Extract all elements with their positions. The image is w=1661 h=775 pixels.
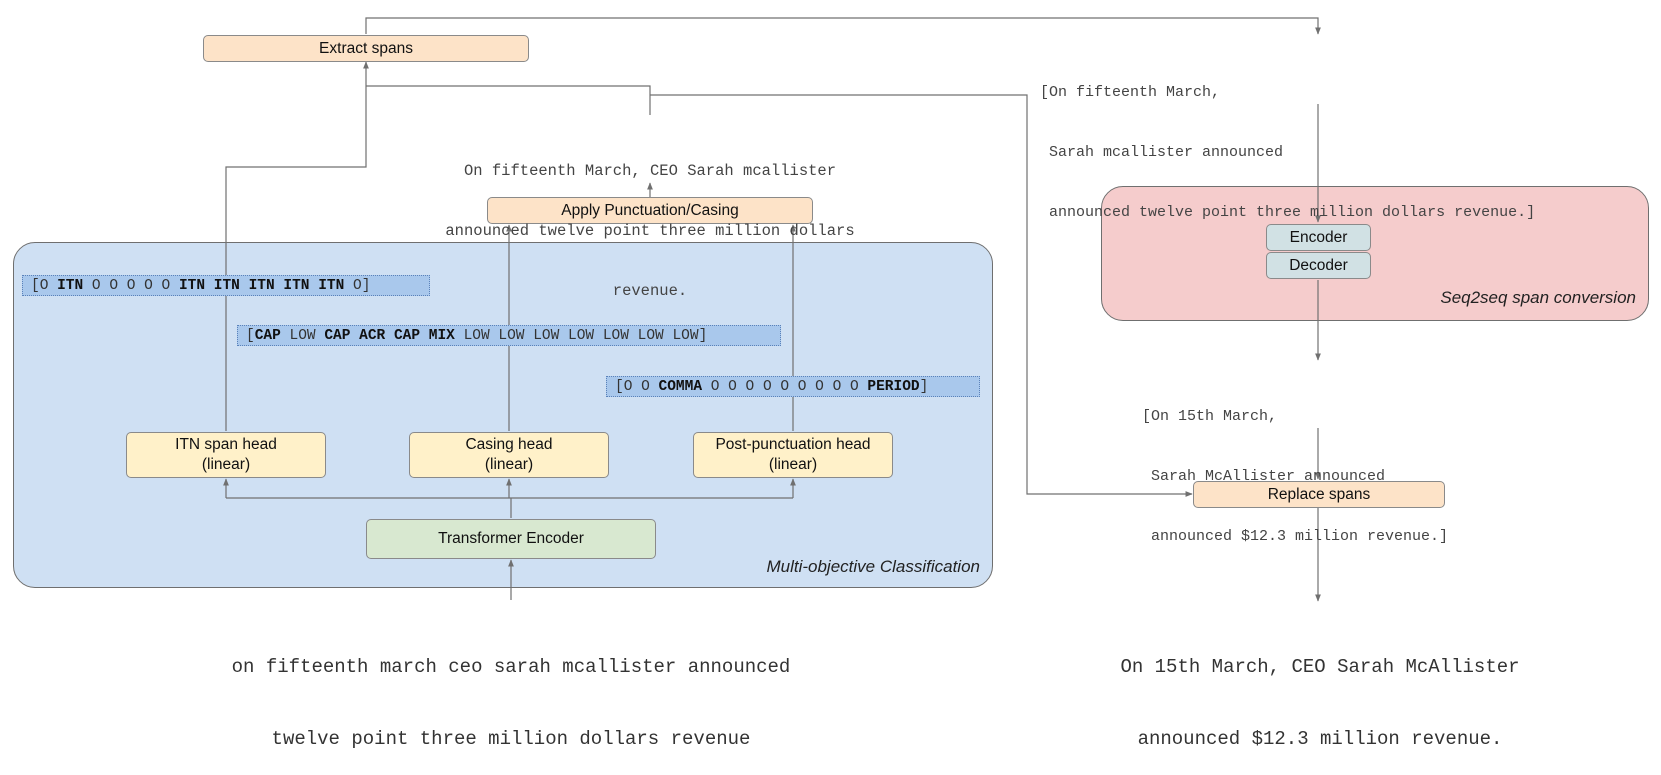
tag-token: O	[745, 379, 755, 395]
tag-token: O	[780, 379, 790, 395]
postpunct-head-title: Post-punctuation head	[715, 436, 871, 453]
punctuated-text-line: revenue.	[612, 282, 688, 300]
tag-token: ITN	[248, 278, 275, 294]
extract-spans-box: Extract spans	[203, 35, 529, 62]
casing-head-box: Casing head (linear)	[409, 432, 609, 478]
tag-token: O	[710, 379, 720, 395]
tag-token: O	[126, 278, 136, 294]
input-text: on fifteenth march ceo sarah mcallister …	[196, 607, 826, 775]
tag-token: LOW	[568, 328, 595, 344]
tag-token: O	[144, 278, 153, 294]
converted-text-line: announced $12.3 million revenue.]	[1142, 528, 1449, 545]
tag-token: CAP	[393, 328, 421, 344]
tag-token: ITN	[318, 278, 345, 294]
tag-token: O	[815, 379, 824, 395]
casing-head-subtitle: (linear)	[484, 456, 534, 473]
output-text-line: On 15th March, CEO Sarah McAllister	[1120, 656, 1520, 678]
tag-token: ACR	[359, 328, 386, 344]
tag-token: LOW	[602, 328, 629, 344]
wire-extract-to-spans	[365, 17, 1321, 35]
converted-text-line: Sarah McAllister announced	[1142, 468, 1386, 485]
extract-spans-label: Extract spans	[319, 39, 413, 57]
itn-head-subtitle: (linear)	[201, 456, 251, 473]
apply-punctuation-casing-label: Apply Punctuation/Casing	[561, 201, 739, 219]
tag-token: [	[246, 328, 255, 344]
decoder-box: Decoder	[1266, 252, 1371, 279]
postpunct-head-subtitle: (linear)	[768, 456, 818, 473]
tag-token: CAP	[324, 328, 351, 344]
encoder-label: Encoder	[1289, 228, 1348, 246]
tag-token: ITN	[57, 278, 84, 294]
tag-token: O	[161, 278, 171, 294]
input-text-line: on fifteenth march ceo sarah mcallister …	[231, 656, 791, 678]
tag-token: O	[641, 379, 650, 395]
tag-token: ]	[698, 328, 708, 344]
casing-head-title: Casing head	[465, 436, 553, 453]
punctuated-text: On fifteenth March, CEO Sarah mcallister…	[410, 121, 890, 321]
converted-spans-text: [On 15th March, Sarah McAllister announc…	[1142, 367, 1448, 567]
itn-head-title: ITN span head	[175, 436, 277, 453]
tag-token: O	[849, 379, 859, 395]
tag-token: O	[623, 379, 633, 395]
tag-token: PERIOD	[867, 379, 920, 395]
punctuated-text-line: announced twelve point three million dol…	[445, 222, 855, 240]
tag-token: O	[832, 379, 842, 395]
tag-token: O	[728, 379, 737, 395]
spans-text-line: announced twelve point three million dol…	[1040, 204, 1536, 221]
wire-itn-to-extract	[225, 61, 369, 276]
converted-text-line: [On 15th March,	[1142, 408, 1278, 425]
itn-span-head-box: ITN span head (linear)	[126, 432, 326, 478]
transformer-encoder-label: Transformer Encoder	[438, 530, 584, 547]
apply-punctuation-casing-box: Apply Punctuation/Casing	[487, 197, 813, 224]
tag-token: O	[109, 278, 119, 294]
output-text-line: announced $12.3 million revenue.	[1137, 728, 1503, 750]
tag-token: LOW	[289, 328, 316, 344]
replace-spans-label: Replace spans	[1267, 485, 1371, 503]
tag-token: LOW	[498, 328, 525, 344]
tag-token: [	[31, 278, 40, 294]
tag-token: O	[797, 379, 807, 395]
wire-text-to-replace	[650, 94, 1193, 497]
spans-text-line: [On fifteenth March,	[1040, 84, 1221, 101]
tag-token: ITN	[283, 278, 310, 294]
punctuation-tag-sequence: [O O COMMA O O O O O O O O O PERIOD]	[606, 376, 980, 397]
connector-wires	[223, 17, 1321, 602]
tag-token: LOW	[463, 328, 490, 344]
seq2seq-span-conversion-region: Seq2seq span conversion	[1101, 186, 1649, 321]
encoder-box: Encoder	[1266, 224, 1371, 251]
tag-token: COMMA	[658, 379, 703, 395]
tag-token: ]	[361, 278, 371, 294]
tag-token: ITN	[213, 278, 240, 294]
tag-token: O	[91, 278, 101, 294]
post-punctuation-head-box: Post-punctuation head (linear)	[693, 432, 893, 478]
tag-token: [	[615, 379, 624, 395]
itn-tag-sequence: [O ITN O O O O O ITN ITN ITN ITN ITN O]	[22, 275, 430, 296]
wire-text-up	[366, 85, 651, 115]
transformer-encoder-box: Transformer Encoder	[366, 519, 656, 559]
extracted-spans-text: [On fifteenth March, Sarah mcallister an…	[1040, 43, 1535, 243]
tag-token: O	[39, 278, 49, 294]
tag-token: LOW	[533, 328, 560, 344]
input-text-line: twelve point three million dollars reven…	[271, 728, 751, 750]
tag-token: ]	[919, 379, 929, 395]
punctuated-text-line: On fifteenth March, CEO Sarah mcallister	[463, 162, 837, 180]
tag-token: ITN	[178, 278, 206, 294]
classification-region-label: Multi-objective Classification	[766, 557, 980, 576]
tag-token: CAP	[254, 328, 281, 344]
decoder-label: Decoder	[1289, 256, 1348, 274]
replace-spans-box: Replace spans	[1193, 481, 1445, 508]
spans-text-line: Sarah mcallister announced	[1040, 144, 1284, 161]
tag-token: O	[762, 379, 772, 395]
casing-tag-sequence: [CAP LOW CAP ACR CAP MIX LOW LOW LOW LOW…	[237, 325, 781, 346]
tag-token: LOW	[637, 328, 664, 344]
output-text: On 15th March, CEO Sarah McAllister anno…	[1060, 607, 1580, 775]
seq2seq-region-label: Seq2seq span conversion	[1440, 288, 1636, 307]
tag-token: MIX	[428, 328, 455, 344]
tag-token: LOW	[672, 328, 699, 344]
tag-token: O	[353, 278, 362, 294]
